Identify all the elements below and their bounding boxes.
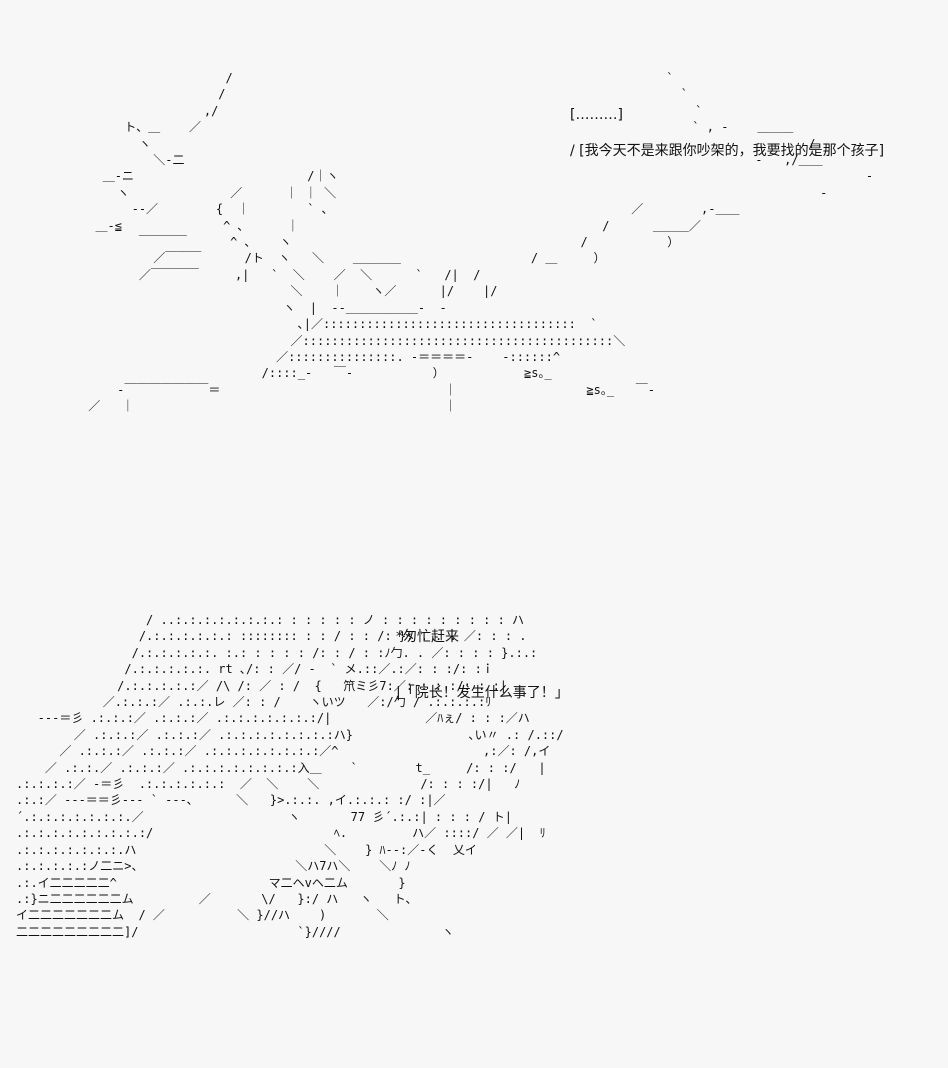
ascii-art-girl-panel: / ..:.:.:.:.:.:.:.: : : : : : ノ : : : : … xyxy=(16,613,564,939)
page: / ` / ` ,/ xyxy=(8,0,940,1068)
speech-monster-dialogue: / [我今天不是来跟你吵架的，我要找的是那个孩子] xyxy=(570,143,885,159)
speech-ellipsis: [………] xyxy=(570,107,623,123)
ascii-art-monster-panel: / ` / ` ,/ xyxy=(88,71,874,414)
speech-girl-dialogue: |「院长！发生什么事了！」 xyxy=(396,685,569,701)
stage-direction: *匆忙赶来 xyxy=(396,629,459,645)
